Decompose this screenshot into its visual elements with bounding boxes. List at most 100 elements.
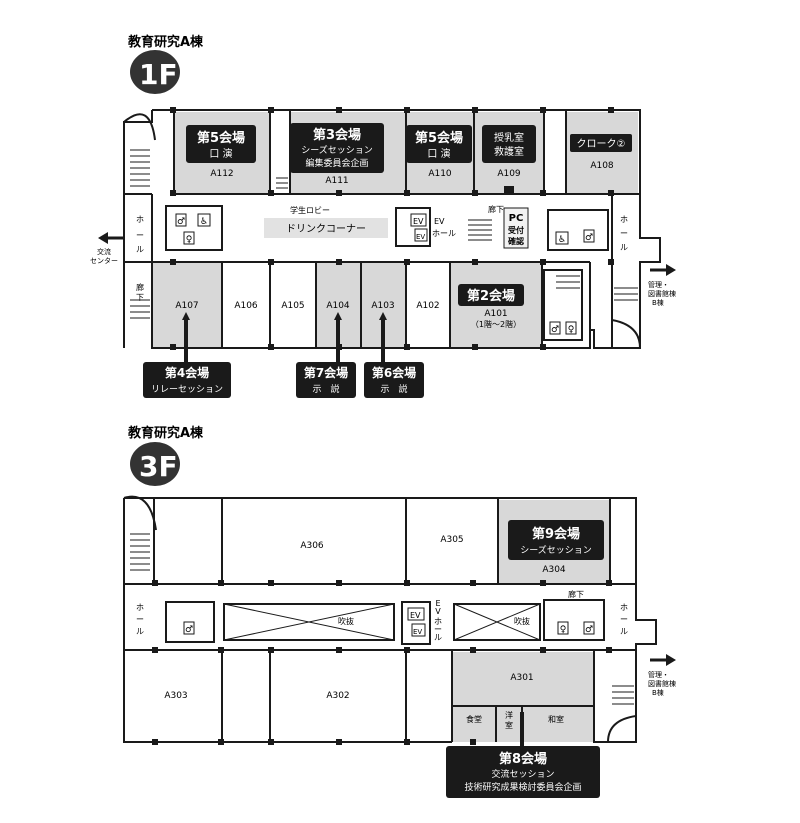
floor3-building-title: 教育研究A棟 (127, 425, 204, 441)
hall-right-3f-3: ル (620, 627, 628, 636)
a109-line1: 授乳室 (494, 131, 524, 144)
ev-hall-label-2: ホール (432, 229, 456, 238)
venue-3-sub2: 編集委員会企画 (305, 157, 368, 169)
room-a112: A112 (210, 169, 233, 179)
room-shokudo: 食堂 (466, 714, 482, 724)
venue-3-title: 第3会場 (313, 127, 361, 143)
room-a301: A301 (510, 673, 533, 683)
room-a304: A304 (542, 565, 566, 575)
restroom-woman-icon-2: ♀ (568, 325, 575, 335)
restroom-icon-3f-1: ♂ (185, 625, 193, 635)
venue-6: 第6会場 示 説 (364, 362, 424, 398)
wheelchair-icon: ♿ (200, 217, 208, 227)
room-a107: A107 (175, 301, 198, 311)
exit-right-3f-2: 図書館棟 (648, 679, 676, 688)
a109-line2: 救護室 (494, 145, 524, 158)
venue-3: 第3会場 シーズセッション 編集委員会企画 (290, 123, 384, 173)
exit-right-arrow-1f: 管理・ 図書館棟 B棟 (648, 264, 676, 307)
ev1-3f: EV (410, 611, 421, 620)
venue-6-title: 第6会場 (372, 365, 416, 380)
exit-right-1f-3: B棟 (652, 298, 664, 307)
pc-reception: PC 受付 確認 (503, 207, 529, 249)
room-a305: A305 (440, 535, 463, 545)
venue-8-sub1: 交流セッション (491, 768, 554, 780)
hall-left-2: ー (136, 231, 144, 240)
hall-left-3f-1: ホ (136, 603, 144, 612)
floor3-corridor-labels: 吹抜 吹抜 廊下 ホ ー ル ホ ー ル E V ホ ー ル (136, 589, 628, 642)
floor1-bottom-room-numbers: A107 A106 A105 A104 A103 A102 A101 （1階～2… (175, 301, 521, 329)
hall-left-3f-3: ル (136, 627, 144, 636)
venue-5b-sub: 口 演 (427, 147, 450, 160)
venue-2-title: 第2会場 (467, 288, 515, 304)
floor1-building-title: 教育研究A棟 (127, 34, 204, 50)
venue-8-title: 第8会場 (499, 751, 547, 767)
hall-left-1: ホ (136, 215, 144, 224)
drink-corner-text: ドリンクコーナー (286, 223, 366, 235)
corridor-left-1: 廊 (136, 282, 144, 292)
wheelchair-icon-2: ♿ (558, 235, 566, 245)
floor3-voids (223, 603, 541, 641)
corridor-left-2: 下 (136, 293, 144, 302)
room-a101: A101 (484, 309, 507, 319)
pc-line1: PC (509, 213, 524, 224)
restroom-woman-icon: ♀ (186, 235, 193, 245)
floor1-badge: 1F (130, 50, 180, 94)
exit-right-arrow-3f: 管理・ 図書館棟 B棟 (648, 654, 676, 697)
hall-left-3: ル (136, 245, 144, 254)
venue-9: 第9会場 シーズセッション (508, 520, 604, 560)
hall-right-1: ホ (620, 215, 628, 224)
ev-hall-3f-4: ー (434, 625, 442, 634)
venue-4-title: 第4会場 (165, 365, 209, 380)
hall-right-2: ー (620, 229, 628, 238)
room-yoshitsu-2: 室 (505, 720, 513, 730)
room-a109: A109 (497, 169, 521, 179)
ev-hall-3f-3: ホ (434, 617, 442, 626)
exit-left-arrow: 交流 センター (90, 232, 124, 265)
floor3-badge-text: 3F (139, 450, 178, 483)
floor1-walls (123, 109, 661, 349)
venue-5b: 第5会場 口 演 (406, 125, 472, 163)
floor3-badge: 3F (130, 442, 180, 486)
floor3-columns (152, 580, 612, 745)
corridor-top-label: 廊下 (488, 204, 504, 214)
venue-6-sub: 示 説 (380, 383, 407, 395)
floor1-hall-left: ホ ー ル (136, 215, 144, 254)
room-a105: A105 (281, 301, 304, 311)
ev2-3f: EV (413, 628, 422, 636)
room-a306: A306 (300, 541, 324, 551)
venue-7-title: 第7会場 (304, 365, 348, 380)
venue-5a-sub: 口 演 (209, 147, 232, 160)
restroom-man-icon-2: ♂ (585, 233, 593, 243)
venue-9-sub: シーズセッション (520, 544, 592, 556)
restroom-icon-3f-3: ♂ (585, 625, 593, 635)
venue-7-sub: 示 説 (312, 383, 339, 395)
restroom-icon-3f-2: ♀ (560, 625, 567, 635)
room-a108: A108 (590, 161, 614, 171)
floor1-pointers (182, 312, 387, 364)
room-a102: A102 (416, 301, 439, 311)
room-a101-note: （1階～2階） (471, 319, 521, 329)
floor1-toilet-icons: ♂ ♿ ♀ ♿ ♂ ♂ ♀ (175, 213, 595, 335)
cloak-label: クローク② (570, 134, 632, 152)
ev-hall-3f-5: ル (434, 633, 442, 642)
hall-right-3f-2: ー (620, 615, 628, 624)
corridor-label-3f: 廊下 (568, 589, 584, 599)
pc-line3: 確認 (508, 236, 524, 246)
venue-5a-title: 第5会場 (197, 130, 245, 146)
room-a303: A303 (164, 691, 187, 701)
floor3-room-numbers: A306 A305 A304 A303 A302 A301 食堂 洋 室 和室 (164, 535, 566, 730)
room-a110: A110 (428, 169, 452, 179)
venue-9-title: 第9会場 (532, 526, 580, 542)
floor1-corridor-left: 廊 下 (136, 282, 144, 302)
venue-4-sub: リレーセッション (151, 384, 223, 395)
floor3-ev: EV EV (407, 607, 426, 637)
exit-left-1: 交流 (97, 247, 111, 256)
room-washitsu: 和室 (548, 714, 564, 724)
venue-8-sub2: 技術研究成果検討委員会企画 (464, 781, 581, 793)
drink-corner: ドリンクコーナー (264, 218, 388, 238)
room-a111: A111 (325, 176, 348, 186)
ev-hall-3f-1: E (435, 599, 440, 608)
floor1-top-room-numbers: A112 A111 A110 A109 A108 (210, 161, 614, 186)
hall-right-3: ル (620, 243, 628, 252)
